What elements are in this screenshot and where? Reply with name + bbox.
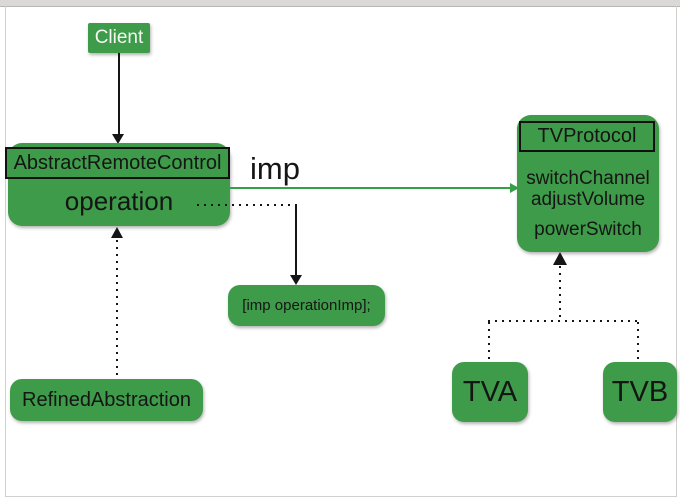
arrow-right-icon	[510, 183, 519, 193]
tva-dotted-line	[488, 322, 490, 360]
operation-method-label: operation	[64, 186, 174, 216]
abstract-remote-control-title: AbstractRemoteControl	[5, 147, 230, 179]
tvprotocol-dotted-stem	[559, 266, 561, 322]
imp-edge-line	[230, 187, 511, 189]
operation-to-impcode-line	[295, 204, 297, 276]
arrow-up-icon	[111, 227, 123, 238]
tv-protocol-title: TVProtocol	[519, 121, 655, 152]
tv-protocol-methods: switchChannel adjustVolume powerSwitch	[517, 168, 659, 240]
tvb-node: TVB	[603, 362, 677, 422]
method-power-switch: powerSwitch	[534, 219, 642, 240]
arrow-down-icon	[290, 275, 302, 285]
tva-tvb-dotted-connector	[488, 320, 639, 322]
operation-dotted-line	[197, 204, 296, 206]
arrow-up-icon	[553, 252, 567, 265]
refined-to-abstract-dotted-line	[116, 240, 118, 377]
imp-code-node: [imp operationImp];	[228, 285, 385, 326]
top-window-strip	[0, 0, 680, 7]
tva-node: TVA	[452, 362, 528, 422]
refined-abstraction-node: RefinedAbstraction	[10, 379, 203, 421]
method-adjust-volume: adjustVolume	[530, 189, 646, 210]
arrow-down-icon	[112, 134, 124, 144]
imp-edge-label: imp	[250, 151, 300, 186]
client-node: Client	[88, 23, 150, 53]
client-to-abstract-line	[118, 53, 120, 136]
tvb-dotted-line	[637, 322, 639, 360]
diagram-frame-border	[5, 6, 677, 497]
method-switch-channel: switchChannel	[526, 168, 650, 189]
